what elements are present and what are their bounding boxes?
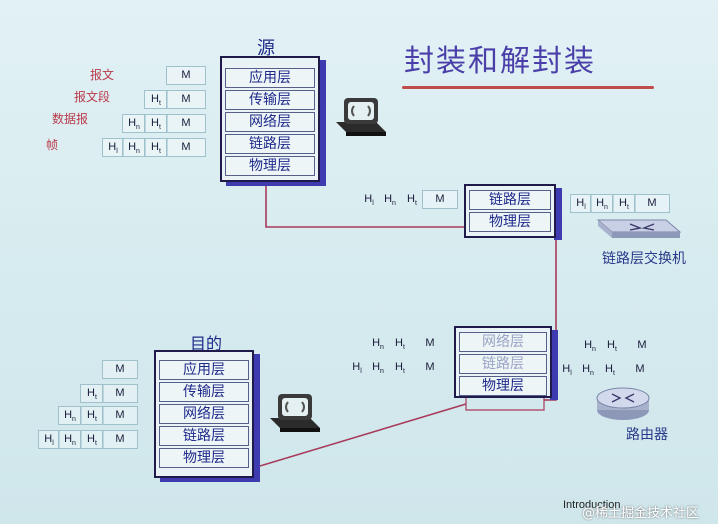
destination-stack-shadow (252, 354, 260, 480)
payload-cell: M (166, 90, 206, 109)
link-header-cell: Hl (364, 193, 374, 208)
transport-header-cell: Ht (80, 430, 104, 449)
dest-layer-physical: 物理层 (159, 448, 249, 468)
transport-header-cell: Ht (80, 406, 104, 425)
network-header-cell: Hn (584, 339, 596, 354)
router-layer-physical: 物理层 (459, 376, 547, 396)
link-header-cell: Hl (570, 194, 592, 213)
payload-cell: M (102, 430, 138, 449)
transport-header-cell: Ht (607, 339, 617, 354)
network-header-cell: Hn (58, 430, 82, 449)
switch-layer-link: 链路层 (469, 190, 551, 210)
destination-stack-shadow-bottom (160, 476, 260, 482)
dest-layer-app: 应用层 (159, 360, 249, 380)
payload-cell: M (422, 190, 458, 209)
transport-header-cell: Ht (407, 193, 417, 208)
network-header-cell: Hn (58, 406, 82, 425)
transport-header-cell: Ht (395, 361, 405, 376)
payload-cell: M (637, 339, 647, 351)
router-stack-shadow (550, 330, 558, 400)
unit-label-frame: 帧 (46, 138, 59, 152)
switch-layer-physical: 物理层 (469, 212, 551, 232)
payload-cell: M (102, 360, 138, 379)
watermark: @稀土掘金技术社区 (582, 506, 700, 521)
unit-label-segment: 报文段 (74, 90, 111, 104)
payload-cell: M (166, 114, 206, 133)
source-label: 源 (257, 38, 275, 59)
destination-label: 目的 (190, 334, 223, 353)
source-stack-box: 应用层 传输层 网络层 链路层 物理层 (220, 56, 320, 182)
payload-cell: M (635, 363, 645, 375)
router-stack-box: 网络层 链路层 物理层 (454, 326, 552, 398)
link-header-cell: Hl (38, 430, 60, 449)
source-stack-shadow-bottom (226, 180, 326, 186)
payload-cell: M (425, 361, 435, 373)
dest-layer-network: 网络层 (159, 404, 249, 424)
transport-header-cell: Ht (144, 138, 168, 157)
network-header-cell: Hn (582, 363, 594, 378)
source-layer-physical: 物理层 (225, 156, 315, 176)
router-label: 路由器 (626, 427, 668, 443)
transport-header-cell: Ht (144, 114, 168, 133)
router-layer-network: 网络层 (459, 332, 547, 352)
payload-cell: M (102, 406, 138, 425)
link-header-cell: Hl (102, 138, 124, 157)
transport-header-cell: Ht (605, 363, 615, 378)
router-layer-link: 链路层 (459, 354, 547, 374)
source-layer-transport: 传输层 (225, 90, 315, 110)
source-layer-link: 链路层 (225, 134, 315, 154)
payload-cell: M (102, 384, 138, 403)
footer-text: Introduction (563, 499, 621, 511)
transport-header-cell: Ht (395, 337, 405, 352)
dest-layer-transport: 传输层 (159, 382, 249, 402)
link-header-cell: Hl (562, 363, 572, 378)
network-header-cell: Hn (372, 361, 384, 376)
network-header-cell: Hn (590, 194, 614, 213)
transport-header-cell: Ht (80, 384, 104, 403)
unit-label-message: 报文 (90, 68, 115, 82)
transport-header-cell: Ht (144, 90, 168, 109)
title-underline (402, 86, 654, 89)
network-header-cell: Hn (384, 193, 396, 208)
router-inner-line (465, 398, 545, 411)
payload-cell: M (166, 66, 206, 85)
link-header-cell: Hl (352, 361, 362, 376)
source-to-switch-line (265, 182, 472, 228)
unit-label-datagram: 数据报 (52, 112, 89, 126)
source-stack-shadow (318, 60, 326, 184)
destination-computer-icon (270, 394, 320, 432)
destination-stack-box: 应用层 传输层 网络层 链路层 物理层 (154, 350, 254, 478)
source-layer-network: 网络层 (225, 112, 315, 132)
network-header-cell: Hn (372, 337, 384, 352)
payload-cell: M (425, 337, 435, 349)
network-header-cell: Hn (122, 114, 146, 133)
link-switch-icon (596, 219, 682, 238)
payload-cell: M (166, 138, 206, 157)
slide-title: 封装和解封装 (404, 44, 596, 79)
network-header-cell: Hn (122, 138, 146, 157)
switch-stack-shadow (554, 188, 562, 240)
switch-stack-box: 链路层 物理层 (464, 184, 556, 238)
router-icon (596, 387, 650, 420)
transport-header-cell: Ht (612, 194, 636, 213)
source-computer-icon (336, 98, 386, 136)
payload-cell: M (634, 194, 670, 213)
dest-layer-link: 链路层 (159, 426, 249, 446)
source-layer-app: 应用层 (225, 68, 315, 88)
link-switch-label: 链路层交换机 (602, 251, 686, 267)
